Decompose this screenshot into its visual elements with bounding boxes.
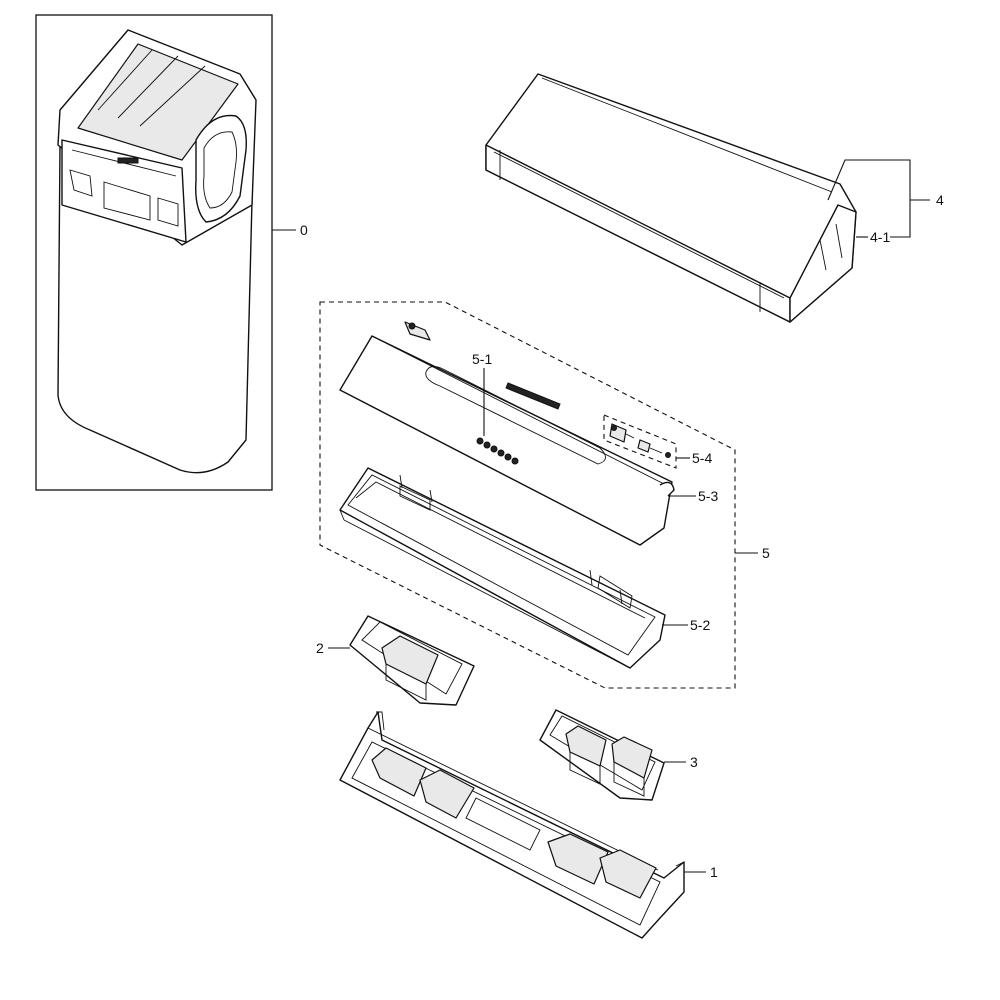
callout-1: 1 [710,864,718,880]
part-4-top-cover [485,73,857,323]
callout-4-1: 4-1 [870,229,890,245]
callout-4: 4 [936,192,944,208]
part-1-base-frame [339,711,685,939]
part-2-dispenser-drawer [349,615,475,706]
part-5-2-panel-frame [339,467,666,669]
callout-3: 3 [690,754,698,770]
callout-2: 2 [316,640,324,656]
part-5-4-switch-parts [609,423,671,458]
group-5-4-boundary [603,414,677,469]
callout-5-2: 5-2 [690,617,710,633]
callout-5-4: 5-4 [692,450,712,466]
part-0-washer-assembly [35,14,273,491]
callout-0: 0 [300,222,308,238]
callout-5-3: 5-3 [698,488,718,504]
part-3-double-drawer [539,709,665,801]
group-5-boundary [319,301,736,689]
part-5-3-control-panel [339,321,675,546]
callout-5: 5 [762,545,770,561]
callout-5-1: 5-1 [472,351,492,367]
part-0-frame [35,14,273,491]
